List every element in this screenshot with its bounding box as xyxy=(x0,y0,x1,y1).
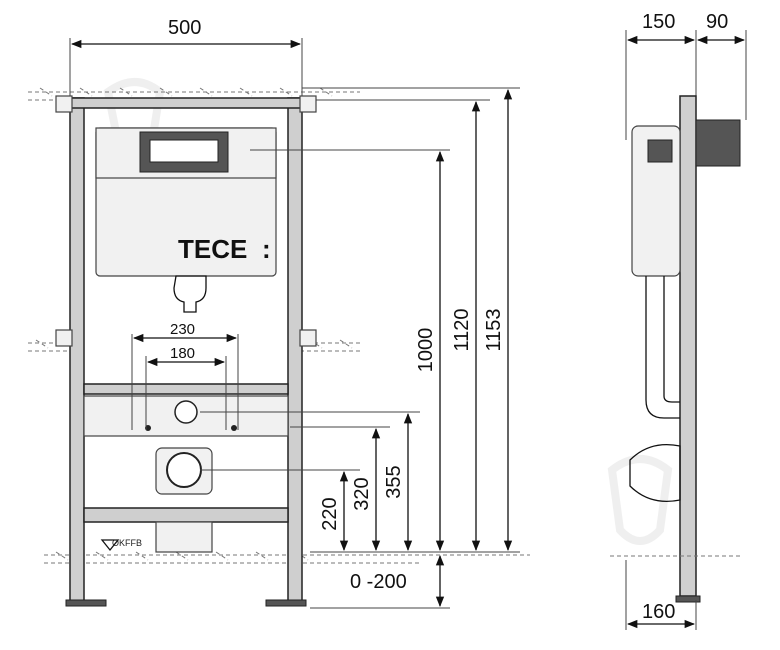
wall-hatch-top xyxy=(28,87,360,101)
spacing-180-label: 180 xyxy=(170,345,195,362)
top-rail xyxy=(69,97,303,109)
floor-mark-label: OKFFB xyxy=(112,538,142,548)
height-1000-label: 1000 xyxy=(415,328,437,373)
right-post xyxy=(287,97,303,604)
brand-logo-mark: : xyxy=(262,234,271,264)
adjust-label: 0 -200 xyxy=(350,571,407,593)
side-view: 150 90 160 xyxy=(610,11,747,630)
spacing-230-label: 230 xyxy=(170,321,195,338)
wall-hatch-middle xyxy=(28,339,360,352)
bracket-mid-right xyxy=(299,329,317,347)
left-post xyxy=(69,97,85,604)
height-320-label: 320 xyxy=(351,477,373,510)
depth-160-label: 160 xyxy=(642,601,675,623)
side-foot xyxy=(675,595,701,603)
height-220-label: 220 xyxy=(319,497,341,530)
side-flush-pipe xyxy=(645,276,680,419)
middle-crossbar xyxy=(83,383,289,395)
lower-rail xyxy=(83,507,289,523)
height-1153-label: 1153 xyxy=(483,308,505,351)
right-foot xyxy=(265,599,307,607)
left-foot xyxy=(65,599,107,607)
bolt-right-icon xyxy=(231,425,237,431)
bracket-top-left xyxy=(55,95,73,113)
floor-mark-icon xyxy=(100,539,120,552)
wall-spacer xyxy=(695,119,741,167)
drain-outlet-icon xyxy=(166,452,202,488)
side-frame-post xyxy=(679,95,697,597)
depth-90-label: 90 xyxy=(706,11,728,33)
side-flush-box xyxy=(647,139,673,163)
side-drain xyxy=(629,443,681,503)
side-cistern xyxy=(631,125,681,277)
bracket-top-right xyxy=(299,95,317,113)
width-label: 500 xyxy=(168,17,201,39)
depth-150-label: 150 xyxy=(642,11,675,33)
front-view: TECE : OKFFB 500 230 180 xyxy=(28,17,530,609)
bracket-mid-left xyxy=(55,329,73,347)
brand-logo: TECE xyxy=(178,234,247,264)
height-355-label: 355 xyxy=(383,465,405,498)
cistern-outlet xyxy=(173,275,207,313)
height-1120-label: 1120 xyxy=(451,308,473,351)
flush-mechanism-inner xyxy=(149,139,219,163)
flush-pipe-icon xyxy=(174,400,198,424)
drain-pipe xyxy=(155,521,213,553)
floor-hatch xyxy=(44,551,530,564)
